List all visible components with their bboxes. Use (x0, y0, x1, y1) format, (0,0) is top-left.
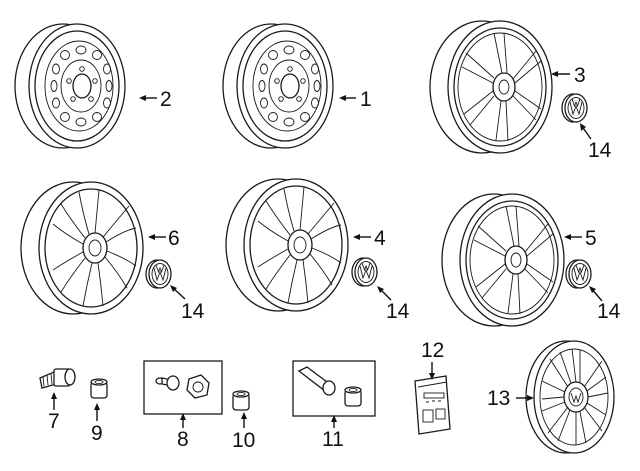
vw-center-cap-icon (351, 257, 378, 287)
callout-1: 1 (360, 88, 372, 111)
wheel-cover-icon (525, 340, 615, 454)
steel-wheel-1 (222, 23, 334, 149)
lug-nut-icon (90, 378, 108, 399)
callout-14: 14 (588, 139, 612, 162)
callout-5: 5 (585, 227, 597, 250)
callout-9: 9 (91, 422, 103, 445)
lock-kit-box (143, 360, 223, 415)
valve-cap-icon (344, 386, 362, 407)
callout-7: 7 (48, 410, 60, 433)
callout-10: 10 (232, 429, 255, 452)
callout-13: 13 (487, 387, 510, 410)
alloy-wheel-4 (225, 178, 349, 312)
alloy-wheel-3 (429, 20, 553, 154)
wheel-lock-bolt-icon (155, 375, 180, 391)
callout-11: 11 (322, 428, 344, 451)
callout-3: 3 (574, 64, 586, 87)
callout-6: 6 (168, 227, 180, 250)
vw-center-cap-icon (145, 259, 172, 289)
alloy-wheel-6 (20, 181, 144, 315)
callout-8: 8 (177, 428, 189, 451)
callout-12: 12 (421, 339, 444, 362)
lock-nut-icon (232, 390, 250, 411)
vw-center-cap-icon (565, 259, 592, 289)
callout-4: 4 (374, 227, 386, 250)
vw-center-cap-icon (561, 93, 588, 123)
label-packet-icon (414, 375, 451, 435)
callout-14: 14 (181, 300, 205, 323)
alloy-wheel-5 (441, 193, 565, 327)
tpms-valve-stem-icon (297, 366, 336, 396)
callout-14: 14 (597, 300, 621, 323)
lock-key-icon (186, 374, 210, 399)
callout-2: 2 (160, 88, 172, 111)
steel-wheel-2 (14, 23, 126, 149)
callout-14: 14 (386, 300, 410, 323)
lug-bolt-icon (39, 368, 76, 389)
